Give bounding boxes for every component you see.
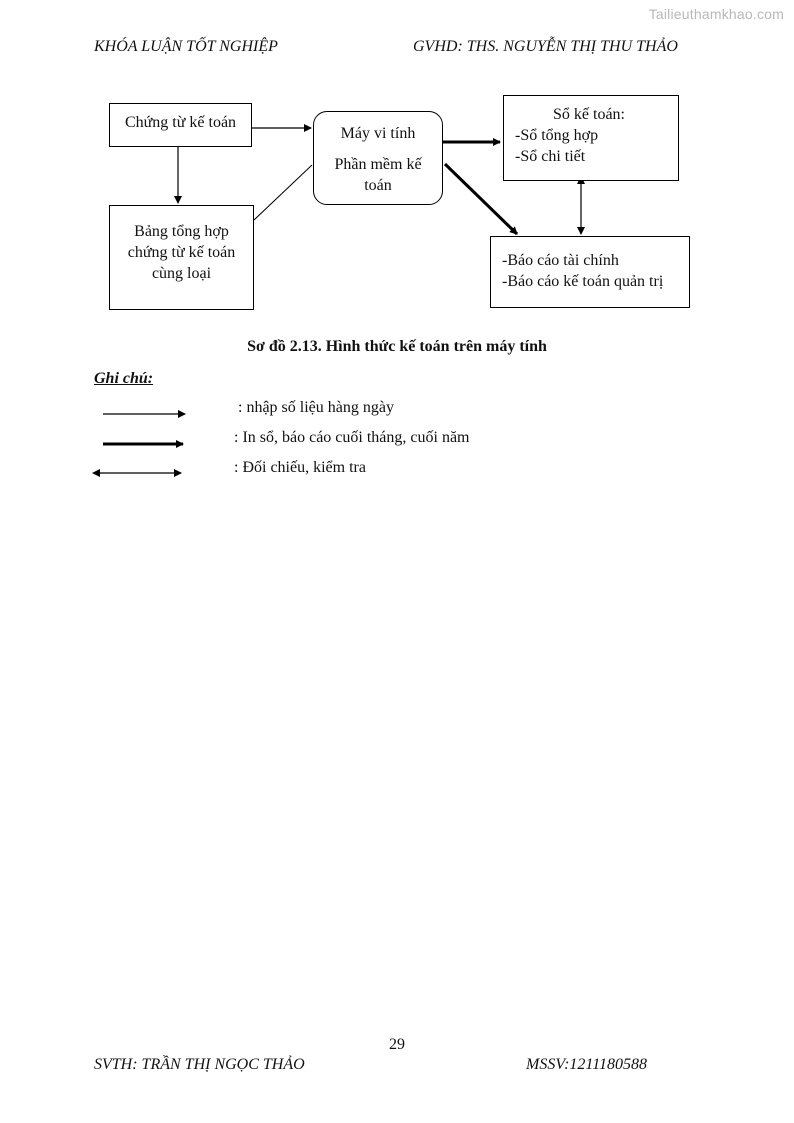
box-may-line-3: toán (364, 177, 392, 194)
box-so-ke-toan: Sổ kế toán: -Sổ tổng hợp -Sổ chi tiết (503, 95, 679, 181)
arrow-may-to-bao-cao (443, 162, 519, 236)
box-bang-tong-hop: Bảng tổng hợp chứng từ kế toán cùng loại (109, 205, 254, 310)
page-number: 29 (389, 1036, 405, 1053)
box-bang-line-2: chứng từ kế toán (127, 244, 236, 261)
header-left: KHÓA LUẬN TỐT NGHIỆP (94, 38, 278, 55)
legend-item-2: : In sổ, báo cáo cuối tháng, cuối năm (234, 429, 470, 446)
box-so-line-3: -Sổ chi tiết (515, 148, 586, 165)
box-so-line-1: Sổ kế toán: (553, 106, 625, 123)
line-bang-to-may (253, 164, 313, 221)
box-bang-line-1: Bảng tổng hợp (134, 223, 229, 240)
footer-right: MSSV:1211180588 (526, 1056, 648, 1073)
box-may-line-1: Máy vi tính (340, 125, 416, 142)
footer-left: SVTH: TRẦN THỊ NGỌC THẢO (94, 1056, 305, 1073)
box-chung-tu-ke-toan: Chứng từ kế toán (109, 103, 252, 147)
box-bao-cao: -Báo cáo tài chính -Báo cáo kế toán quản… (490, 236, 690, 308)
legend-item-1: : nhập số liệu hàng ngày (238, 399, 394, 416)
box-so-line-2: -Sổ tổng hợp (515, 127, 599, 144)
notes-title: Ghi chú: (94, 370, 154, 387)
box-bao-cao-line-2: -Báo cáo kế toán quản trị (502, 273, 664, 290)
legend-item-3: : Đối chiếu, kiểm tra (234, 459, 366, 476)
box-chung-tu-label: Chứng từ kế toán (124, 114, 237, 131)
header-right: GVHD: THS. NGUYỄN THỊ THU THẢO (413, 38, 678, 55)
watermark-text: Tailieuthamkhao.com (648, 6, 784, 22)
box-may-vi-tinh: Máy vi tính Phần mềm kế toán (313, 111, 443, 205)
box-bang-line-3: cùng loại (151, 265, 212, 282)
box-may-line-2: Phần mềm kế (334, 156, 422, 173)
diagram-caption: Sơ đồ 2.13. Hình thức kế toán trên máy t… (247, 338, 547, 355)
box-bao-cao-line-1: -Báo cáo tài chính (502, 252, 619, 269)
